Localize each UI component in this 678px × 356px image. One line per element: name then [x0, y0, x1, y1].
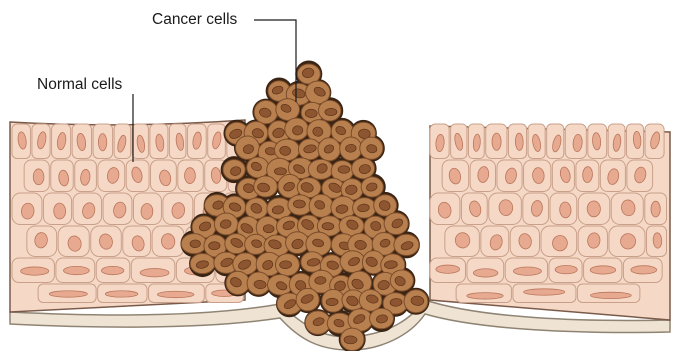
normal-cell-nucleus [64, 266, 90, 274]
normal-cell-nucleus [587, 201, 601, 217]
cancer-cell-nucleus [190, 240, 201, 248]
cancer-cell-nucleus [263, 225, 274, 233]
normal-cell-nucleus [185, 168, 196, 184]
normal-cell-nucleus [513, 267, 541, 275]
cancer-cell-nucleus [322, 222, 334, 230]
normal-cells-label: Normal cells [37, 77, 122, 93]
cancer-cell-nucleus [305, 109, 317, 118]
cancer-cell-nucleus [344, 336, 357, 344]
cancer-cell-nucleus [293, 200, 305, 208]
normal-cell-nucleus [140, 269, 169, 277]
cancer-cell-nucleus [274, 168, 286, 175]
normal-cell-nucleus [436, 265, 460, 273]
normal-cell-nucleus [33, 169, 44, 185]
normal-cell-nucleus [631, 266, 657, 274]
normal-cell-nucleus [53, 203, 66, 219]
normal-cell-nucleus [141, 203, 153, 219]
normal-cell-nucleus [101, 266, 123, 274]
normal-cell-nucleus [157, 291, 194, 297]
normal-cell-nucleus [105, 291, 138, 297]
cancer-cells-label: Cancer cells [152, 12, 237, 28]
normal-cell-nucleus [49, 291, 87, 297]
cancer-cell-nucleus [325, 108, 337, 115]
normal-cell-nucleus [555, 265, 577, 273]
normal-cell-nucleus [590, 266, 615, 274]
normal-cell-nucleus [515, 133, 523, 151]
normal-cell-nucleus [524, 289, 565, 295]
normal-cell-nucleus [467, 293, 503, 299]
cancer-cell-nucleus [279, 261, 291, 269]
normal-cell-nucleus [492, 133, 501, 150]
cancer-cell-nucleus [338, 166, 350, 174]
cancer-cell-nucleus [208, 242, 220, 250]
cancer-cell-cluster [180, 60, 429, 351]
normal-cell-nucleus [21, 267, 49, 275]
cancer-cell-nucleus [326, 298, 338, 306]
normal-cell-nucleus [651, 201, 660, 217]
normal-cell-nucleus [590, 292, 631, 298]
normal-cell-nucleus [473, 269, 497, 277]
normal-cell-nucleus [98, 134, 107, 151]
